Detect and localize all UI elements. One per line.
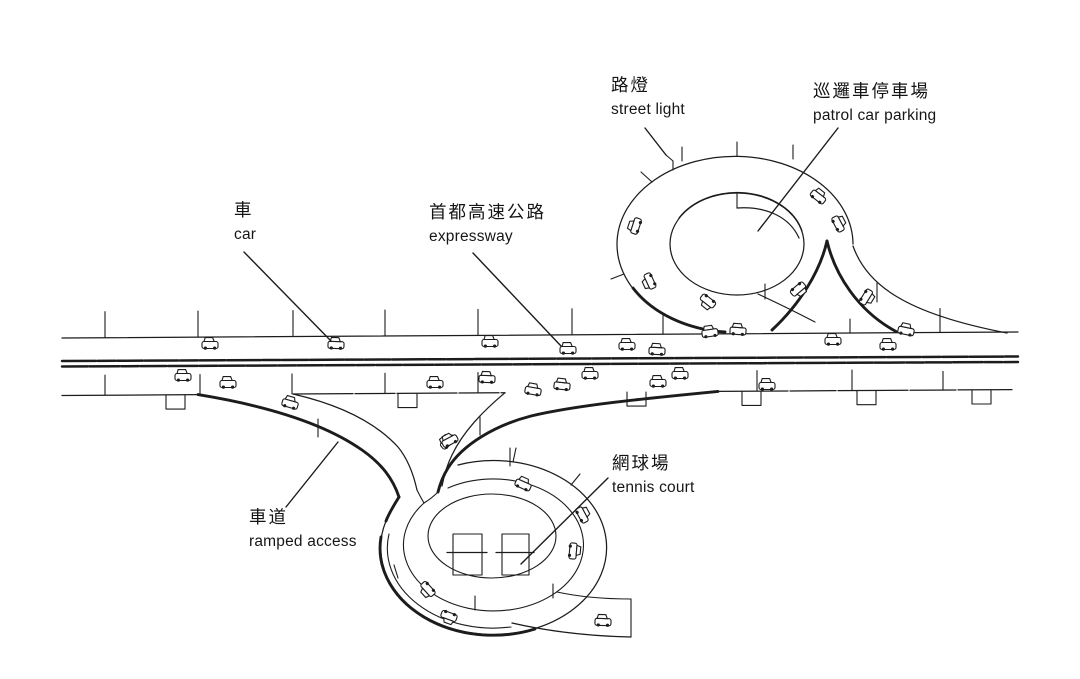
car-icon [808, 185, 830, 207]
car-icon [649, 375, 667, 389]
label-expressway: 首都高速公路 expressway [429, 202, 546, 245]
leader-ramped-access [285, 441, 339, 508]
label-tennis-court: 網球場 tennis court [612, 453, 695, 496]
label-ramped-access-en: ramped access [249, 532, 357, 550]
car-icon [174, 369, 192, 383]
car-icon [581, 367, 599, 381]
expressway-road [60, 307, 1020, 410]
leader-expressway [472, 252, 562, 347]
label-tennis-court-zh: 網球場 [612, 453, 671, 473]
car-icon [896, 321, 916, 338]
lower-loop-ramp [196, 389, 720, 638]
car-icon [553, 377, 572, 393]
car-icon [696, 291, 718, 313]
car-icon [481, 335, 499, 349]
cars [174, 185, 916, 628]
car-icon [573, 503, 593, 525]
label-patrol-car-parking: 巡邏車停車場 patrol car parking [813, 81, 936, 124]
car-icon [567, 542, 582, 561]
street-light-icon [570, 473, 581, 486]
label-tennis-court-en: tennis court [612, 478, 695, 496]
exit-road-stub [511, 591, 632, 638]
label-car: 車 car [234, 200, 256, 243]
leader-street-light [644, 127, 667, 156]
label-street-light: 路燈 street light [611, 75, 685, 118]
car-icon [478, 370, 496, 385]
car-icon [280, 394, 301, 412]
car-icon [219, 376, 237, 390]
car-icon [700, 324, 720, 340]
label-street-light-en: street light [611, 100, 685, 118]
label-patrol-car-parking-zh: 巡邏車停車場 [813, 81, 930, 101]
street-light-icon [640, 171, 653, 183]
car-icon [327, 336, 345, 351]
leader-tennis-court [520, 477, 609, 565]
leader-car [243, 251, 332, 342]
label-street-light-zh: 路燈 [611, 75, 650, 95]
car-icon [559, 342, 577, 356]
car-icon [513, 474, 534, 494]
car-icon [639, 271, 659, 292]
street-light-icon [610, 273, 625, 280]
street-light-icon [665, 154, 674, 171]
car-icon [824, 333, 842, 347]
label-patrol-car-parking-en: patrol car parking [813, 106, 937, 124]
car-icon [625, 215, 644, 236]
car-icon [758, 378, 776, 392]
car-icon [729, 322, 748, 337]
lower-loop-lights [317, 416, 581, 611]
upper-loop-ramp [610, 141, 1008, 334]
street-light-icon [512, 447, 517, 463]
tennis-courts [446, 533, 535, 576]
car-icon [594, 613, 612, 628]
upper-loop-lights [610, 141, 878, 334]
label-ramped-access-zh: 車道 [249, 507, 288, 527]
car-icon [426, 376, 444, 390]
leader-patrol-parking [757, 127, 839, 232]
car-icon [671, 367, 689, 381]
label-expressway-zh: 首都高速公路 [429, 202, 546, 222]
car-icon [523, 381, 543, 398]
car-icon [618, 338, 636, 352]
label-car-zh: 車 [234, 200, 254, 220]
car-icon [201, 337, 219, 351]
street-light-icon [393, 564, 399, 579]
car-icon [879, 338, 897, 352]
street-light-icons-bottom [104, 369, 944, 396]
car-icon [788, 279, 810, 301]
label-ramped-access: 車道 ramped access [249, 507, 357, 550]
car-icon [829, 212, 849, 234]
car-icon [648, 342, 666, 357]
label-expressway-en: expressway [429, 227, 513, 245]
label-car-en: car [234, 225, 257, 243]
street-light-icons-top [104, 307, 941, 339]
leader-lines [243, 127, 839, 565]
